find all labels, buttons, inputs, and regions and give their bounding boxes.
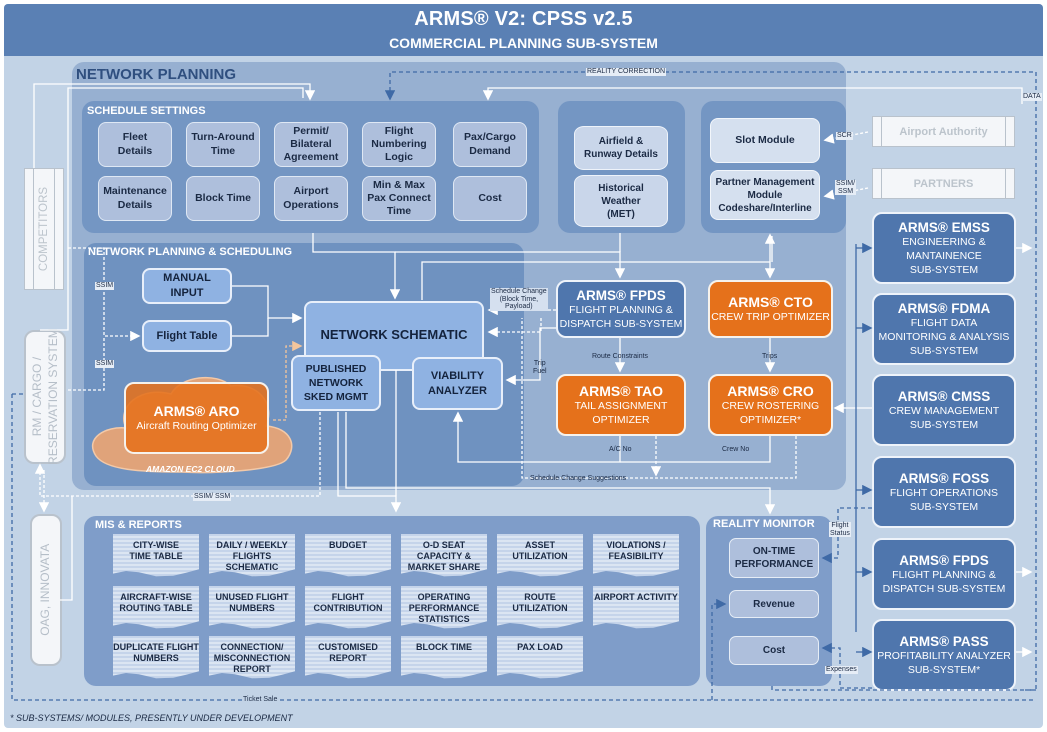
arms-cro-node[interactable]: ARMS® CRO CREW ROSTERING OPTIMIZER* (708, 374, 833, 436)
rm-reservation-label: RM / CARGO / RESERVATION SYSTEM (29, 328, 60, 466)
cloud-label: AMAZON EC2 CLOUD (146, 464, 235, 474)
route-constraints-label: Route Constraints (592, 353, 649, 360)
schedule-setting-tile[interactable]: Pax/Cargo Demand (453, 122, 527, 167)
historical-weather-db[interactable]: Historical Weather (MET) (574, 175, 668, 227)
arms-aro-node[interactable]: ARMS® ARO Aircraft Routing Optimizer (124, 382, 269, 454)
ssim-ssm-partner-label: SSIM/ SSM (835, 180, 857, 196)
cro-title: ARMS® CRO (727, 383, 814, 400)
cto-subtitle: CREW TRIP OPTIMIZER (711, 311, 830, 324)
page-subtitle: COMMERCIAL PLANNING SUB-SYSTEM (389, 35, 658, 51)
fpds-title: ARMS® FPDS (576, 287, 666, 303)
header: ARMS® V2: CPSS v2.5 COMMERCIAL PLANNING … (4, 4, 1043, 56)
cost-tile[interactable]: Cost (729, 636, 819, 665)
flight-status-label: Flight Status (829, 522, 851, 538)
subsystem-title: ARMS® FOSS (898, 470, 990, 486)
subsystem-subtitle: PROFITABILITY ANALYZER SUB-SYSTEM* (877, 650, 1011, 676)
network-planning-title: NETWORK PLANNING (76, 66, 236, 83)
viability-analyzer-node[interactable]: VIABILITY ANALYZER (412, 357, 503, 410)
subsystem-subtitle: CREW MANAGEMENT SUB-SYSTEM (888, 405, 1000, 431)
schedule-setting-tile[interactable]: Cost (453, 176, 527, 221)
partners-box[interactable]: PARTNERS (872, 168, 1015, 199)
competitors-box[interactable]: COMPETITORS (24, 168, 64, 290)
revenue-tile[interactable]: Revenue (729, 590, 819, 618)
manual-input-node[interactable]: MANUAL INPUT (142, 268, 232, 304)
page-title: ARMS® V2: CPSS v2.5 (414, 8, 633, 30)
subsystem-subtitle: FLIGHT OPERATIONS SUB-SYSTEM (889, 487, 999, 513)
arms-fpds-optimizer-node[interactable]: ARMS® FPDS FLIGHT PLANNING & DISPATCH SU… (556, 280, 686, 338)
competitors-label: COMPETITORS (38, 186, 51, 272)
subsystem-title: ARMS® FDMA (897, 300, 991, 316)
subsystem-subtitle: FLIGHT PLANNING & DISPATCH SUB-SYSTEM (882, 569, 1006, 595)
airport-authority-label: Airport Authority (899, 125, 988, 138)
data-label: DATA (1022, 93, 1042, 101)
reality-correction-label: REALITY CORRECTION (586, 68, 667, 76)
partners-label: PARTNERS (913, 177, 974, 190)
schedule-settings-title: SCHEDULE SETTINGS (87, 105, 206, 117)
schedule-setting-tile[interactable]: Fleet Details (98, 122, 172, 167)
tao-title: ARMS® TAO (579, 383, 663, 400)
subsystem-title: ARMS® EMSS (898, 219, 990, 235)
trips-label: Trips (762, 353, 778, 360)
cro-subtitle: CREW ROSTERING OPTIMIZER* (721, 400, 820, 427)
arms-aro-title: ARMS® ARO (153, 403, 240, 420)
schedule-setting-tile[interactable]: Permit/ Bilateral Agreement (274, 122, 348, 167)
ac-no-label: A/C No (609, 446, 632, 453)
on-time-performance-tile[interactable]: ON-TIME PERFORMANCE (729, 538, 819, 578)
ssim-label-1: SSIM (95, 282, 115, 290)
subsystem-title: ARMS® CMSS (897, 388, 991, 404)
nps-title: NETWORK PLANNING & SCHEDULING (88, 246, 293, 258)
schedule-setting-tile[interactable]: Airport Operations (274, 176, 348, 221)
airport-authority-box[interactable]: Airport Authority (872, 116, 1015, 147)
arms-aro-subtitle: Aircraft Routing Optimizer (136, 420, 257, 433)
footnote: * SUB-SYSTEMS/ MODULES, PRESENTLY UNDER … (10, 713, 293, 723)
schedule-setting-tile[interactable]: Maintenance Details (98, 176, 172, 221)
oag-innovata-box[interactable]: OAG, INNOVATA (30, 514, 62, 666)
subsystem-subtitle: FLIGHT DATA MONITORING & ANALYSIS SUB-SY… (878, 317, 1010, 357)
trip-fuel-label: Trip Fuel (533, 360, 547, 376)
arms-tao-node[interactable]: ARMS® TAO TAIL ASSIGNMENT OPTIMIZER (556, 374, 686, 436)
airfield-runway-db[interactable]: Airfield & Runway Details (574, 126, 668, 170)
reality-monitor-title: REALITY MONITOR (713, 518, 815, 530)
partner-management-module[interactable]: Partner Management Module Codeshare/Inte… (710, 170, 820, 220)
published-network-sked-node[interactable]: PUBLISHED NETWORK SKED MGMT (291, 355, 381, 411)
fpds-subtitle: FLIGHT PLANNING & DISPATCH SUB-SYSTEM (559, 304, 683, 330)
scr-label: SCR (836, 132, 853, 140)
subsystem-subtitle: ENGINEERING & MANTAINENCE SUB-SYSTEM (902, 236, 986, 276)
schedule-setting-tile[interactable]: Block Time (186, 176, 260, 221)
rm-reservation-system-box[interactable]: RM / CARGO / RESERVATION SYSTEM (24, 328, 66, 466)
schedule-change-label: Schedule Change (Block Time, Payload) (490, 288, 548, 312)
ssim-ssm-bottom-label: SSIM/ SSM (193, 493, 232, 501)
oag-innovata-label: OAG, INNOVATA (38, 543, 53, 637)
schedule-change-suggestions-label: Schedule Change Suggestions (530, 475, 627, 482)
expenses-label: Expenses (825, 666, 858, 674)
schedule-setting-tile[interactable]: Turn-Around Time (186, 122, 260, 167)
crew-no-label: Crew No (722, 446, 750, 453)
schedule-setting-tile[interactable]: Flight Numbering Logic (362, 122, 436, 167)
mis-reports-title: MIS & REPORTS (95, 519, 182, 531)
arms-cto-node[interactable]: ARMS® CTO CREW TRIP OPTIMIZER (708, 280, 833, 338)
ssim-label-2: SSIM (95, 360, 115, 368)
ticket-sale-label: Ticket Sale (242, 696, 279, 704)
slot-module[interactable]: Slot Module (710, 118, 820, 163)
flight-table-node[interactable]: Flight Table (142, 320, 232, 352)
tao-subtitle: TAIL ASSIGNMENT OPTIMIZER (574, 400, 668, 427)
schedule-setting-tile[interactable]: Min & Max Pax Connect Time (362, 176, 436, 221)
subsystem-title: ARMS® FPDS (899, 552, 989, 568)
cto-title: ARMS® CTO (728, 294, 813, 311)
subsystem-title: ARMS® PASS (899, 633, 989, 649)
